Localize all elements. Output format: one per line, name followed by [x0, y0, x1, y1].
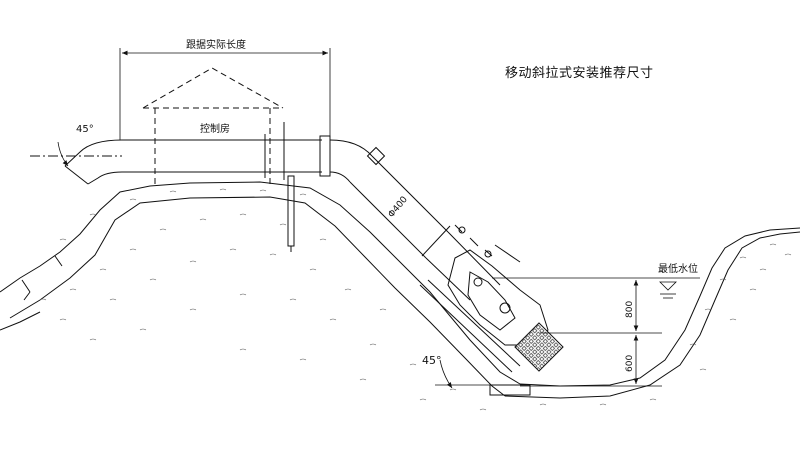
pipe-diameter-label: Φ400: [387, 195, 410, 220]
soil-texture: [39, 188, 792, 411]
min-water-level-label: 最低水位: [658, 262, 698, 275]
water-level-lines: [492, 277, 700, 387]
bottom-angle-arc: [435, 359, 500, 389]
span-length-label: 跟据实际长度: [186, 38, 246, 51]
bottom-angle-label: 45°: [422, 354, 442, 367]
top-angle-arc: [57, 141, 69, 167]
inclined-pipe: [329, 139, 501, 301]
submersible-pump: [419, 224, 564, 373]
dimension-800-label: 800: [625, 301, 635, 318]
top-angle-label: 45°: [76, 124, 94, 135]
horizontal-pipe: [30, 122, 331, 252]
span-dimension: [119, 48, 331, 140]
diagram-title: 移动斜拉式安装推荐尺寸: [505, 66, 654, 81]
dimension-600-label: 600: [625, 355, 635, 372]
embankment: [0, 181, 800, 399]
control-room-label: 控制房: [200, 122, 230, 135]
